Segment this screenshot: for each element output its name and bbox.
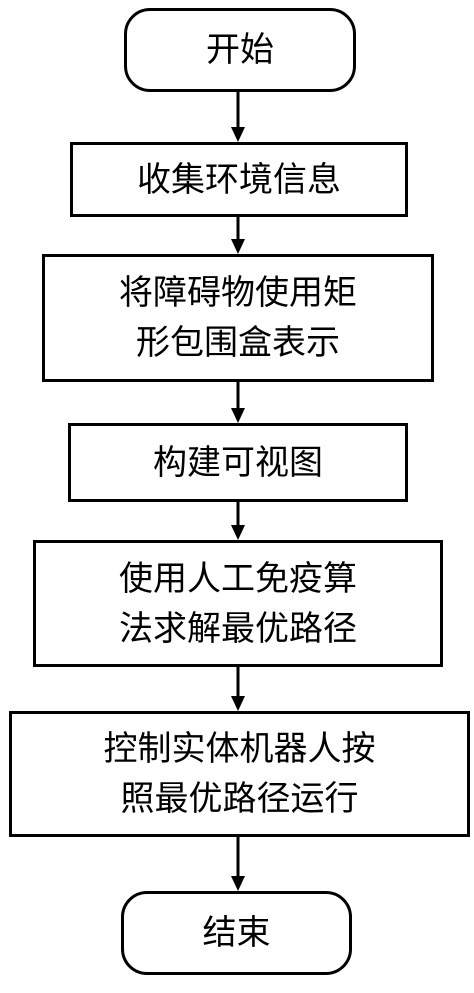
arrow-control-to-end	[231, 837, 245, 891]
immune-algorithm-label-line2: 法求解最优路径	[119, 608, 357, 649]
start-node: 开始	[124, 8, 356, 92]
arrow-collect-to-bbox	[231, 217, 245, 254]
immune-algorithm-node: 使用人工免疫算 法求解最优路径	[33, 540, 443, 667]
arrow-start-to-collect	[231, 92, 245, 142]
control-robot-node: 控制实体机器人按 照最优路径运行	[9, 711, 470, 837]
obstacle-bounding-box-label-line2: 形包围盒表示	[136, 323, 340, 363]
obstacle-bounding-box-node: 将障碍物使用矩 形包围盒表示	[42, 254, 434, 382]
control-robot-label-line2: 照最优路径运行	[120, 779, 359, 819]
end-label: 结束	[202, 913, 271, 953]
arrow-bbox-to-visgraph	[231, 382, 245, 423]
collect-environment-info-label: 收集环境信息	[137, 159, 341, 200]
build-visibility-graph-node: 构建可视图	[68, 423, 408, 502]
collect-environment-info-node: 收集环境信息	[70, 142, 408, 217]
immune-algorithm-label-line1: 使用人工免疫算	[119, 558, 357, 599]
build-visibility-graph-label: 构建可视图	[153, 442, 323, 483]
arrow-visgraph-to-immune	[231, 502, 245, 540]
control-robot-label-line1: 控制实体机器人按	[103, 729, 376, 769]
end-node: 结束	[121, 891, 352, 975]
obstacle-bounding-box-label-line1: 将障碍物使用矩	[119, 273, 357, 313]
start-label: 开始	[206, 30, 274, 70]
arrow-immune-to-control	[231, 667, 245, 711]
